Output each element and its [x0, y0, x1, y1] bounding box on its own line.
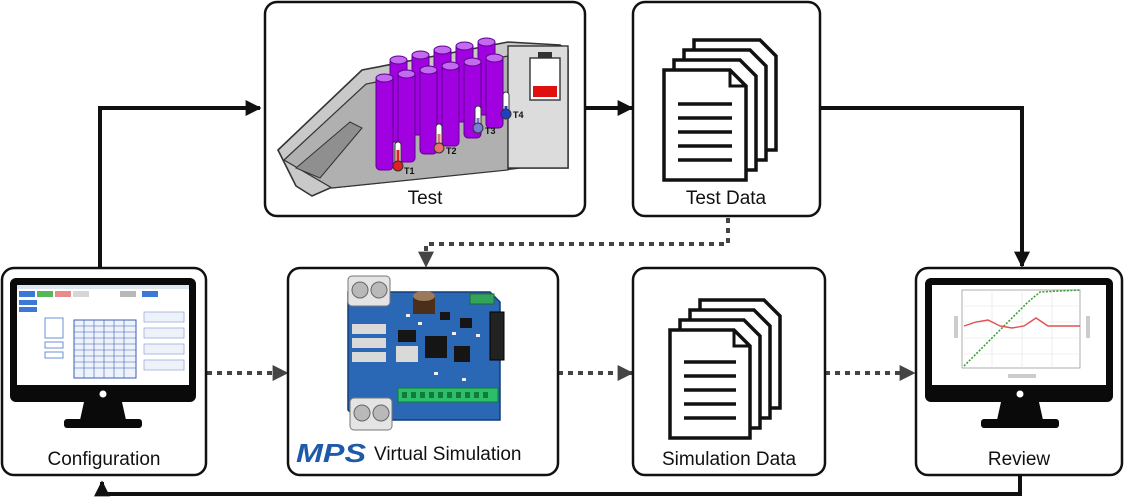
arrow-review-to-configuration — [94, 476, 1022, 497]
review-label: Review — [988, 449, 1051, 470]
documents-stack-icon — [662, 38, 778, 182]
thermometer-t2 — [433, 123, 445, 154]
test-data-label: Test Data — [686, 188, 767, 209]
documents-stack-icon — [668, 298, 782, 440]
simulation-data-label: Simulation Data — [662, 449, 797, 470]
sensor-label-t1: T1 — [404, 166, 415, 176]
sensor-label-t4: T4 — [513, 110, 524, 120]
thermometer-t1 — [392, 141, 404, 172]
connectors — [94, 100, 1030, 497]
sensor-label-t2: T2 — [446, 146, 457, 156]
monitor-config-screen-icon — [10, 278, 196, 428]
battery-cells — [375, 37, 504, 171]
thermometer-t4 — [500, 91, 512, 120]
circuit-board-icon — [347, 275, 505, 431]
configuration-label: Configuration — [47, 449, 160, 470]
arrow-test-data-to-virtual-simulation — [418, 218, 730, 268]
monitor-chart-icon — [925, 278, 1113, 428]
virtual-simulation-label: Virtual Simulation — [374, 444, 522, 465]
arrow-test-data-to-review — [820, 106, 1030, 268]
mps-logo: MPS — [296, 438, 367, 468]
sensor-label-t3: T3 — [485, 126, 496, 136]
test-label: Test — [408, 188, 444, 209]
arrow-configuration-to-test — [98, 100, 262, 272]
thermometer-t3 — [472, 105, 484, 134]
battery-pack-thermometers-icon: T1 T2 T3 T4 — [277, 37, 569, 197]
